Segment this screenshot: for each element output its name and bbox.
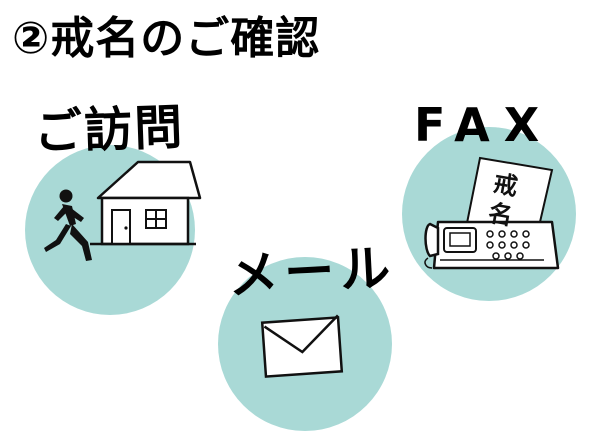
mail-label: メール (226, 238, 398, 306)
fax-label: FAX (414, 98, 554, 152)
fax-machine-icon (424, 156, 560, 270)
envelope-icon (260, 314, 344, 378)
house-visit-icon (44, 160, 202, 261)
visit-label: ご訪問 (33, 99, 186, 161)
page-title: ②戒名のご確認 (12, 13, 321, 64)
